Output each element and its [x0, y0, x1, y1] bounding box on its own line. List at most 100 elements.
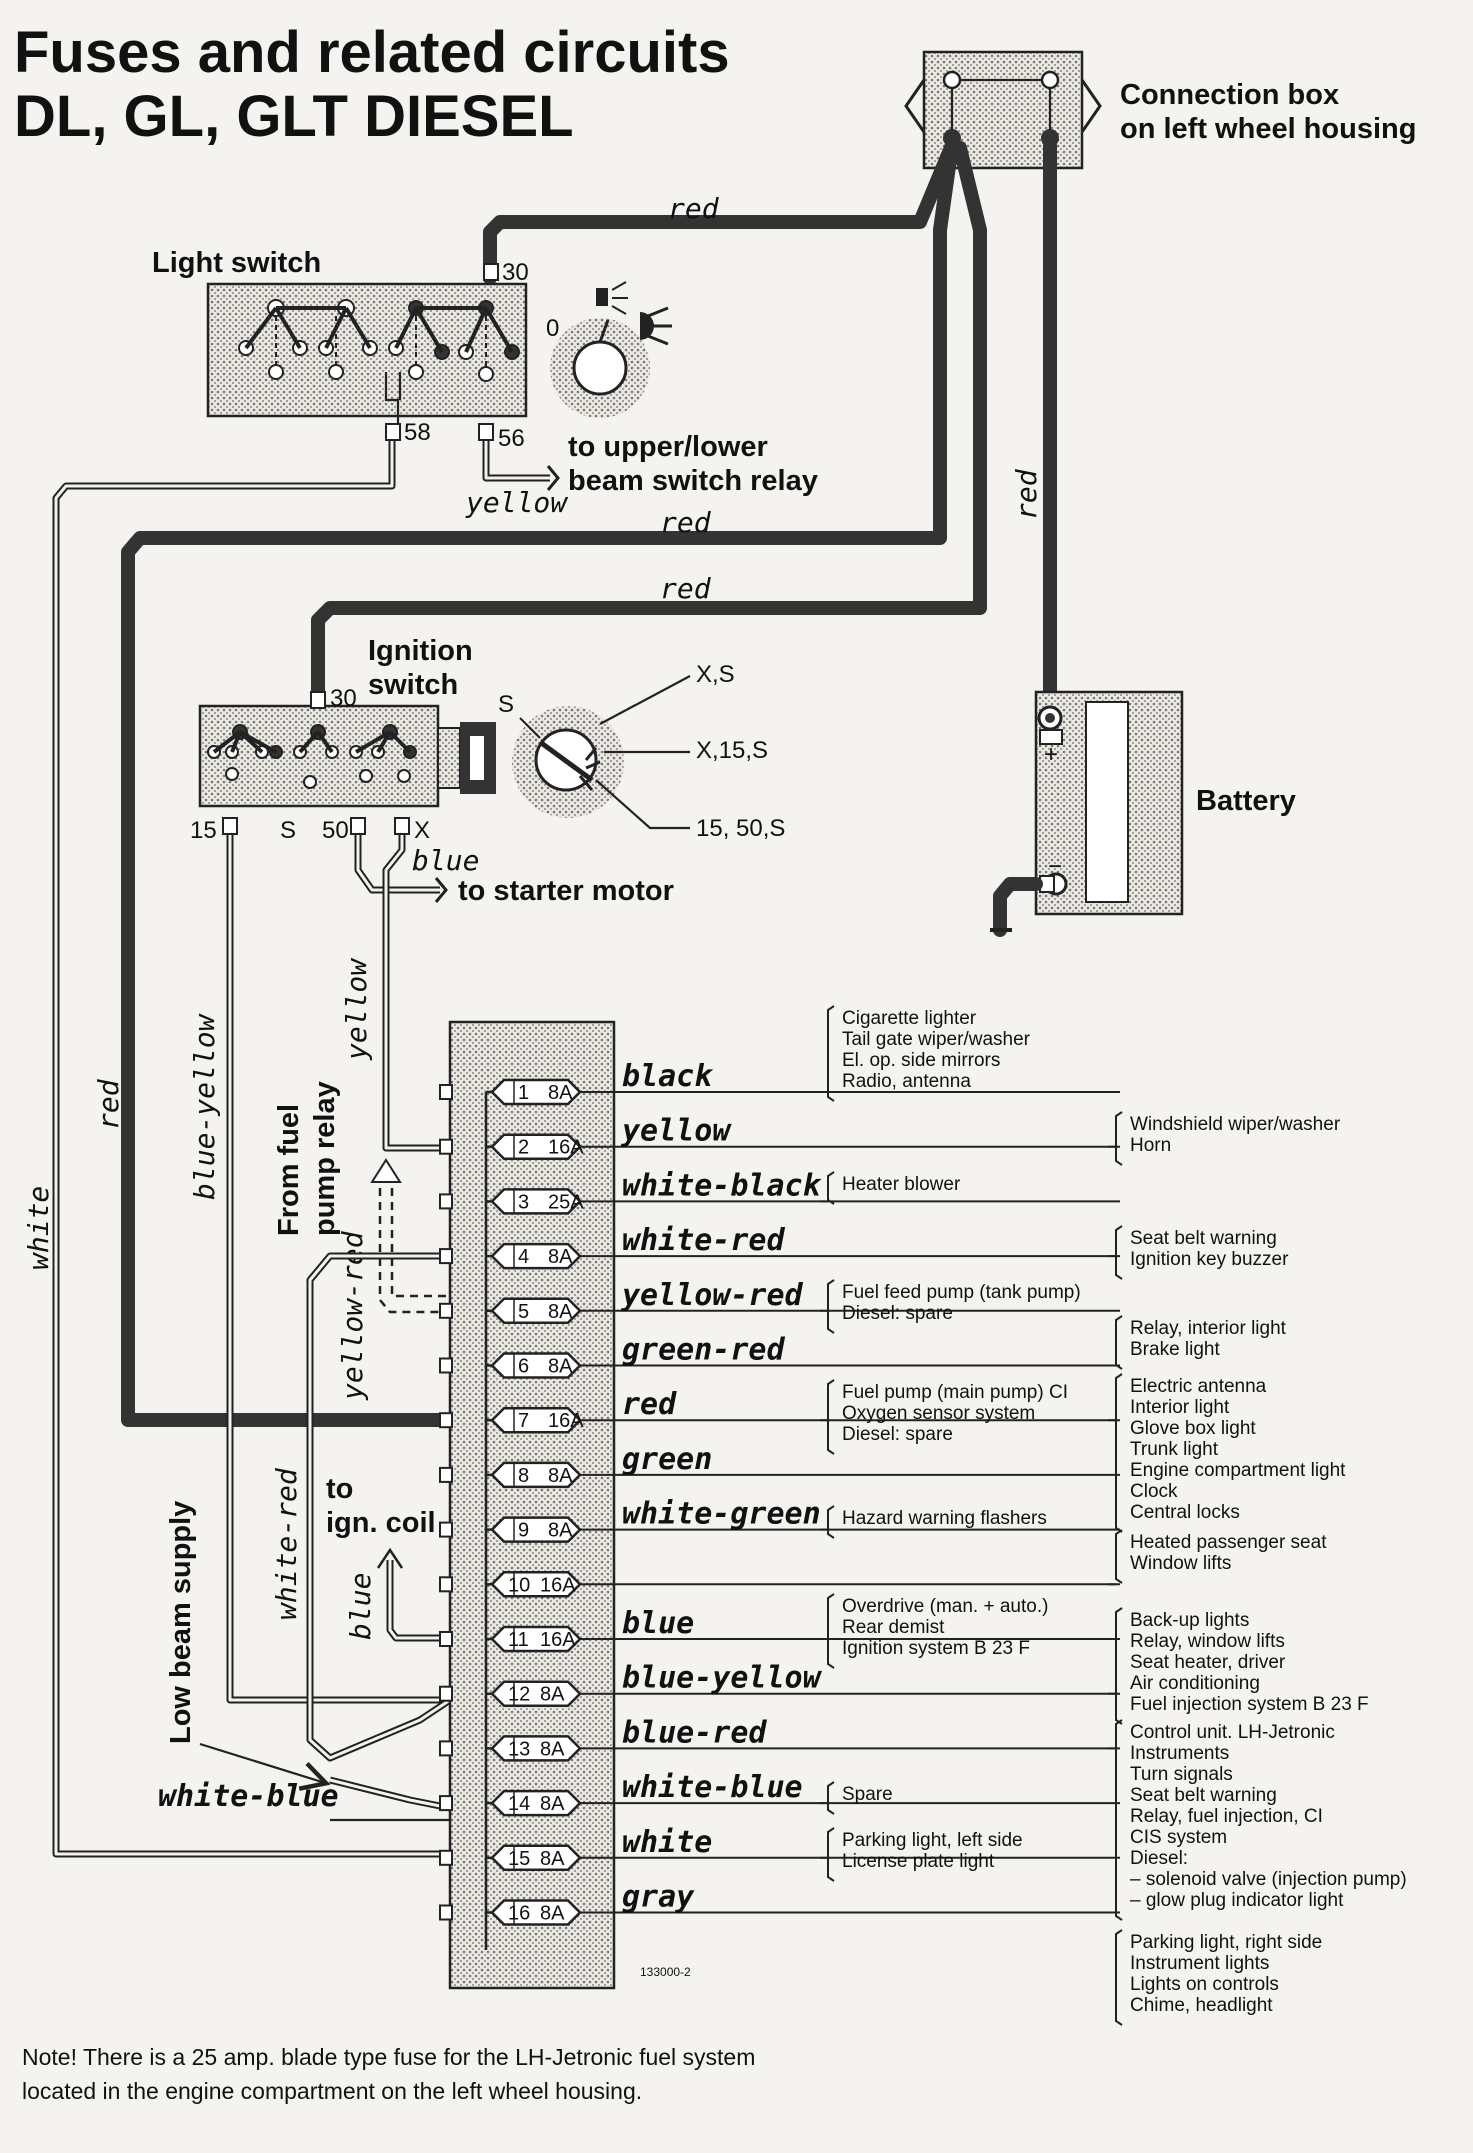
ignition-terminal-s: S: [280, 817, 296, 844]
fuse-wire-color: green-red: [622, 1333, 785, 1368]
wire-label-red-battery: red: [1010, 468, 1043, 520]
circuit-text: Interior light: [1130, 1397, 1230, 1418]
fuse-rating: 25A: [548, 1191, 584, 1213]
red-wires: [121, 138, 1057, 1427]
circuit-text: El. op. side mirrors: [842, 1050, 1000, 1071]
circuit-group: Spare: [820, 1781, 893, 1815]
circuit-group: Control unit. LH-JetronicInstrumentsTurn…: [1108, 1719, 1407, 1921]
circuit-text: Seat heater, driver: [1130, 1652, 1286, 1673]
circuit-text: Fuel injection system B 23 F: [1130, 1694, 1369, 1715]
fuse-number: 11: [508, 1629, 529, 1651]
circuit-text: Electric antenna: [1130, 1376, 1267, 1397]
fuse-wire-color: black: [622, 1059, 714, 1094]
wire-label-white-red: white-red: [270, 1467, 303, 1620]
starter-motor-label: to starter motor: [458, 875, 674, 907]
circuit-text: Instruments: [1130, 1743, 1229, 1764]
circuit-text: Window lifts: [1130, 1553, 1231, 1574]
circuit-text: Horn: [1130, 1135, 1171, 1156]
fuse: 6 8A green-red: [439, 1333, 1120, 1379]
title-line-2: DL, GL, GLT DIESEL: [14, 84, 574, 149]
fuse-number: 14: [508, 1793, 530, 1815]
circuit-text: Oxygen sensor system: [842, 1403, 1035, 1424]
fuse-wire-color: white-blue: [622, 1770, 803, 1805]
light-switch-knob: [550, 318, 650, 418]
connection-box-label: Connection box: [1120, 79, 1339, 111]
circuit-text: Seat belt warning: [1130, 1785, 1277, 1806]
fuse-number: 6: [518, 1356, 529, 1378]
fuse-number: 15: [508, 1848, 530, 1870]
figure-code: 133000-2: [640, 1965, 691, 1979]
light-switch: [206, 282, 528, 430]
circuit-text: Diesel: spare: [842, 1424, 953, 1445]
fuse-rating: 8A: [540, 1848, 565, 1870]
light-switch-terminal-30: 30: [502, 259, 529, 286]
circuit-text: Diesel: spare: [842, 1303, 953, 1324]
ign-coil-label: to: [326, 1473, 353, 1505]
circuit-group: Fuel feed pump (tank pump)Diesel: spare: [820, 1279, 1081, 1334]
from-fuel-pump-label-2: pump relay: [309, 1081, 341, 1236]
fuse-rating: 8A: [548, 1520, 573, 1542]
fuse-rating: 16A: [540, 1574, 576, 1596]
circuit-text: Windshield wiper/washer: [1130, 1114, 1341, 1135]
light-switch-output-wires: [52, 430, 560, 1858]
fuse-number: 3: [518, 1191, 529, 1213]
wire-label-white: white: [22, 1186, 55, 1270]
fuse-number: 2: [518, 1137, 529, 1159]
fuse-rating: 8A: [548, 1301, 573, 1323]
circuit-text: Rear demist: [842, 1617, 945, 1638]
circuit-text: Diesel:: [1130, 1848, 1188, 1869]
fuse-number: 12: [508, 1684, 530, 1706]
fuse-number: 4: [518, 1246, 529, 1268]
footnote: Note! There is a 25 amp. blade type fuse…: [22, 2044, 756, 2104]
light-switch-position-0: 0: [546, 315, 559, 342]
beam-relay-label: to upper/lower: [568, 431, 768, 463]
circuit-text: Back-up lights: [1130, 1610, 1249, 1631]
fuse-wire-color: white-red: [622, 1223, 785, 1258]
fuse-wire-color: yellow-red: [620, 1278, 804, 1313]
ignition-key-position-s: S: [498, 691, 514, 718]
circuit-text: License plate light: [842, 1851, 995, 1872]
fuse-wire-color: red: [622, 1387, 677, 1422]
circuit-text: Relay, fuel injection, CI: [1130, 1806, 1323, 1827]
ignition-switch: [198, 704, 496, 808]
fuse-rating: 8A: [548, 1356, 573, 1378]
wire-label-red-left: red: [92, 1078, 125, 1130]
fuse-rating: 8A: [540, 1684, 565, 1706]
fuse-wire-color: yellow: [620, 1114, 732, 1149]
circuit-text: Parking light, right side: [1130, 1932, 1322, 1953]
wire-label-red-top: red: [668, 192, 720, 225]
circuit-text: Lights on controls: [1130, 1974, 1279, 1995]
wire-label-blue-coil: blue: [344, 1573, 377, 1640]
ignition-position-1: X,S: [696, 661, 735, 688]
circuit-text: CIS system: [1130, 1827, 1227, 1848]
circuit-text: Tail gate wiper/washer: [842, 1029, 1031, 1050]
circuit-text: Overdrive (man. + auto.): [842, 1596, 1048, 1617]
fuse-wire-color: white-green: [622, 1497, 821, 1532]
circuit-text: Engine compartment light: [1130, 1460, 1346, 1481]
fuse-number: 8: [518, 1465, 529, 1487]
circuit-text: Hazard warning flashers: [842, 1508, 1047, 1529]
fuse-number: 5: [518, 1301, 529, 1323]
circuit-text: Air conditioning: [1130, 1673, 1260, 1694]
battery-plus: +: [1044, 741, 1058, 768]
fuse-number: 7: [518, 1410, 529, 1432]
headlight-icon: [640, 306, 672, 346]
circuit-text: Seat belt warning: [1130, 1228, 1277, 1249]
ignition-key-diagram: [512, 675, 691, 830]
ignition-terminal-15: 15: [190, 817, 217, 844]
fuse: 5 8A yellow-red: [439, 1278, 1120, 1325]
